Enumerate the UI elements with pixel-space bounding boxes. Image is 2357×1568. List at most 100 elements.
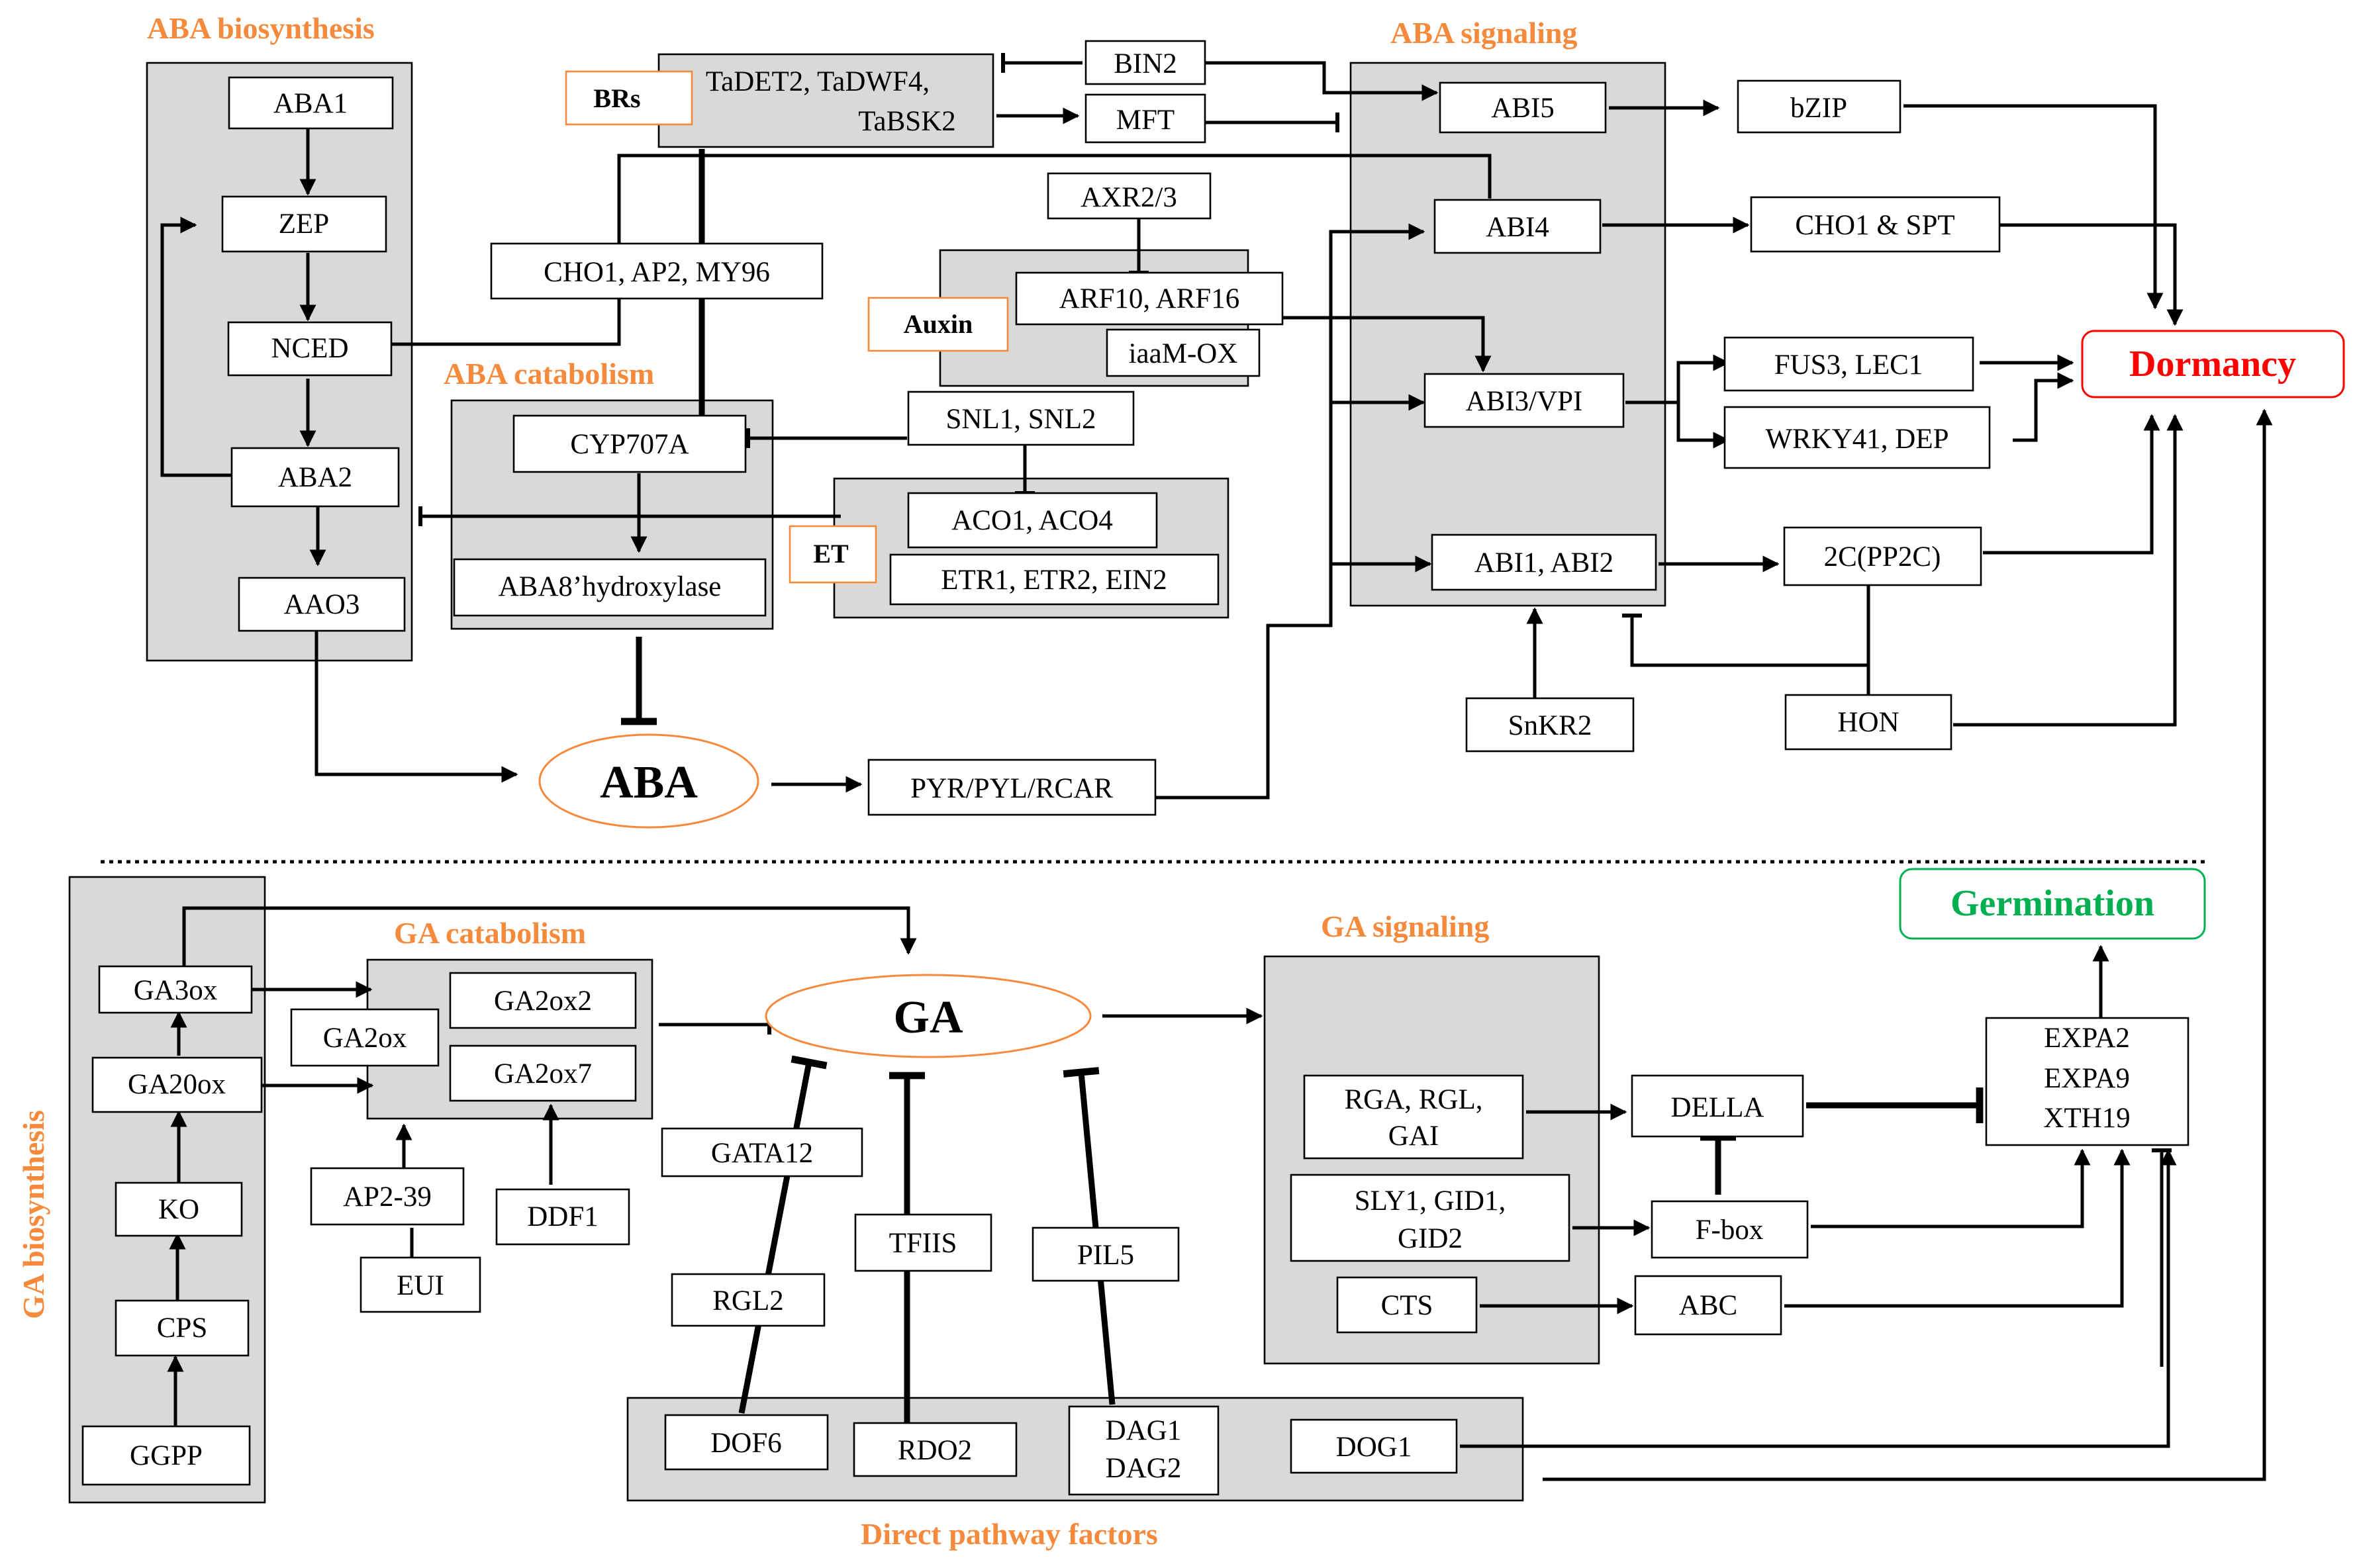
cts-label: CTS xyxy=(1381,1290,1433,1321)
fus3-lec1-node xyxy=(1723,336,1974,392)
gata12-label: GATA12 xyxy=(711,1138,813,1169)
snkr2-node xyxy=(1465,697,1635,753)
della-node xyxy=(1631,1074,1804,1138)
pil5-label: PIL5 xyxy=(1077,1240,1134,1271)
aao3-node xyxy=(238,576,406,632)
arf10-arf16-node xyxy=(1015,271,1284,326)
cyp707a-label: CYP707A xyxy=(570,429,689,460)
auxin-tag xyxy=(867,297,1009,352)
expa-xth-node xyxy=(1985,1017,2189,1146)
ap2-39-node xyxy=(310,1167,465,1226)
pp2c-label: 2C(PP2C) xyxy=(1824,541,1941,573)
abi5-label: ABI5 xyxy=(1491,93,1555,124)
axr2-3-label: AXR2/3 xyxy=(1081,182,1177,213)
brs-tag-label: BRs xyxy=(593,83,640,113)
abi4-label: ABI4 xyxy=(1486,212,1549,243)
rga-label-line1: RGA, RGL, xyxy=(1344,1084,1482,1115)
hon-label: HON xyxy=(1837,707,1899,738)
ga2ox-node xyxy=(290,1008,440,1067)
ga20ox-node xyxy=(91,1056,263,1113)
ga-catabolism-label: GA catabolism xyxy=(394,916,586,950)
ko-node xyxy=(115,1181,243,1237)
germination-outcome xyxy=(1899,868,2206,940)
wrky41-dep-label: WRKY41, DEP xyxy=(1765,424,1948,455)
et-tag-label: ET xyxy=(813,539,849,569)
cho1-ap2-my96-label: CHO1, AP2, MY96 xyxy=(544,257,770,288)
abi3-vpi-label: ABI3/VPI xyxy=(1466,386,1583,417)
pil5-node xyxy=(1032,1226,1180,1282)
abi4-node xyxy=(1433,199,1602,254)
zep-node xyxy=(221,195,387,253)
aba-catabolism-label: ABA catabolism xyxy=(444,357,654,391)
sly1-label-line1: SLY1, GID1, xyxy=(1355,1185,1506,1217)
cps-label: CPS xyxy=(157,1313,208,1344)
ga2ox-label: GA2ox xyxy=(323,1023,407,1054)
ggpp-label: GGPP xyxy=(130,1440,203,1471)
iaam-ox-node xyxy=(1106,328,1261,377)
rgl2-node xyxy=(671,1273,826,1327)
rga-label-line2: GAI xyxy=(1388,1121,1439,1152)
aba8-hydroxylase-node xyxy=(453,558,767,617)
dormancy-outcome xyxy=(2081,330,2345,398)
snl1-snl2-node xyxy=(907,391,1135,446)
axr2-3-node xyxy=(1047,172,1212,220)
ga3ox-node xyxy=(98,965,253,1014)
abi5-node xyxy=(1439,81,1607,134)
aba-hormone xyxy=(538,733,759,829)
brs-tag xyxy=(565,70,693,126)
abc-node xyxy=(1634,1275,1782,1336)
fbox-label: F-box xyxy=(1696,1215,1764,1246)
ga-hormone xyxy=(765,974,1092,1058)
germination-label: Germination xyxy=(1950,883,2154,924)
aco1-aco4-node xyxy=(907,492,1158,549)
ga-hormone-label: GA xyxy=(894,992,963,1043)
abi1-abi2-node xyxy=(1431,533,1657,591)
abi1-abi2-label: ABI1, ABI2 xyxy=(1474,547,1613,578)
rdo2-label: RDO2 xyxy=(898,1435,972,1466)
xth19-label: XTH19 xyxy=(2043,1103,2130,1134)
dog1-label: DOG1 xyxy=(1336,1432,1412,1463)
aba-biosynthesis-label: ABA biosynthesis xyxy=(147,11,375,45)
bin2-label: BIN2 xyxy=(1114,48,1177,79)
aba8-hydroxylase-label: ABA8’hydroxylase xyxy=(499,571,722,602)
ddf1-label: DDF1 xyxy=(527,1201,599,1232)
pyr-pyl-rcar-label: PYR/PYL/RCAR xyxy=(910,773,1113,804)
bzip-node xyxy=(1737,79,1901,134)
direct-pathway-label: Direct pathway factors xyxy=(861,1517,1158,1551)
aba-hormone-label: ABA xyxy=(600,757,698,808)
ga2ox2-node xyxy=(449,972,637,1029)
expa9-label: EXPA9 xyxy=(2044,1063,2130,1094)
arf10-arf16-label: ARF10, ARF16 xyxy=(1059,283,1239,314)
mft-node xyxy=(1084,93,1206,144)
fus3-lec1-label: FUS3, LEC1 xyxy=(1774,349,1923,381)
tfiis-node xyxy=(854,1213,992,1272)
dag2-label: DAG2 xyxy=(1106,1453,1182,1484)
dof6-node xyxy=(664,1414,829,1471)
dag1-label: DAG1 xyxy=(1106,1415,1182,1446)
rga-rgl-gai-node xyxy=(1303,1074,1524,1160)
ga20ox-label: GA20ox xyxy=(128,1069,226,1100)
bin2-node xyxy=(1084,40,1206,85)
zep-label: ZEP xyxy=(279,208,329,240)
pyr-pyl-rcar-node xyxy=(867,759,1157,816)
rgl2-label: RGL2 xyxy=(712,1285,784,1316)
sly1-label-line2: GID2 xyxy=(1398,1223,1463,1254)
ggpp-node xyxy=(81,1425,251,1486)
della-label: DELLA xyxy=(1671,1092,1764,1123)
nced-label: NCED xyxy=(271,333,348,364)
ko-label: KO xyxy=(158,1194,199,1225)
cho1-spt-label: CHO1 & SPT xyxy=(1795,210,1954,241)
eui-label: EUI xyxy=(397,1270,444,1301)
etr-ein2-label: ETR1, ETR2, EIN2 xyxy=(941,565,1167,596)
dof6-label: DOF6 xyxy=(710,1428,782,1459)
ga-biosynthesis-label: GA biosynthesis xyxy=(17,1110,50,1319)
fbox-node xyxy=(1651,1200,1809,1259)
tfiis-label: TFIIS xyxy=(889,1228,957,1259)
ga2ox7-node xyxy=(449,1044,637,1102)
cts-node xyxy=(1336,1276,1478,1334)
abc-label: ABC xyxy=(1679,1290,1737,1321)
ga2ox7-label: GA2ox7 xyxy=(494,1058,592,1089)
bzip-label: bZIP xyxy=(1790,93,1847,124)
pp2c-node xyxy=(1783,526,1982,586)
